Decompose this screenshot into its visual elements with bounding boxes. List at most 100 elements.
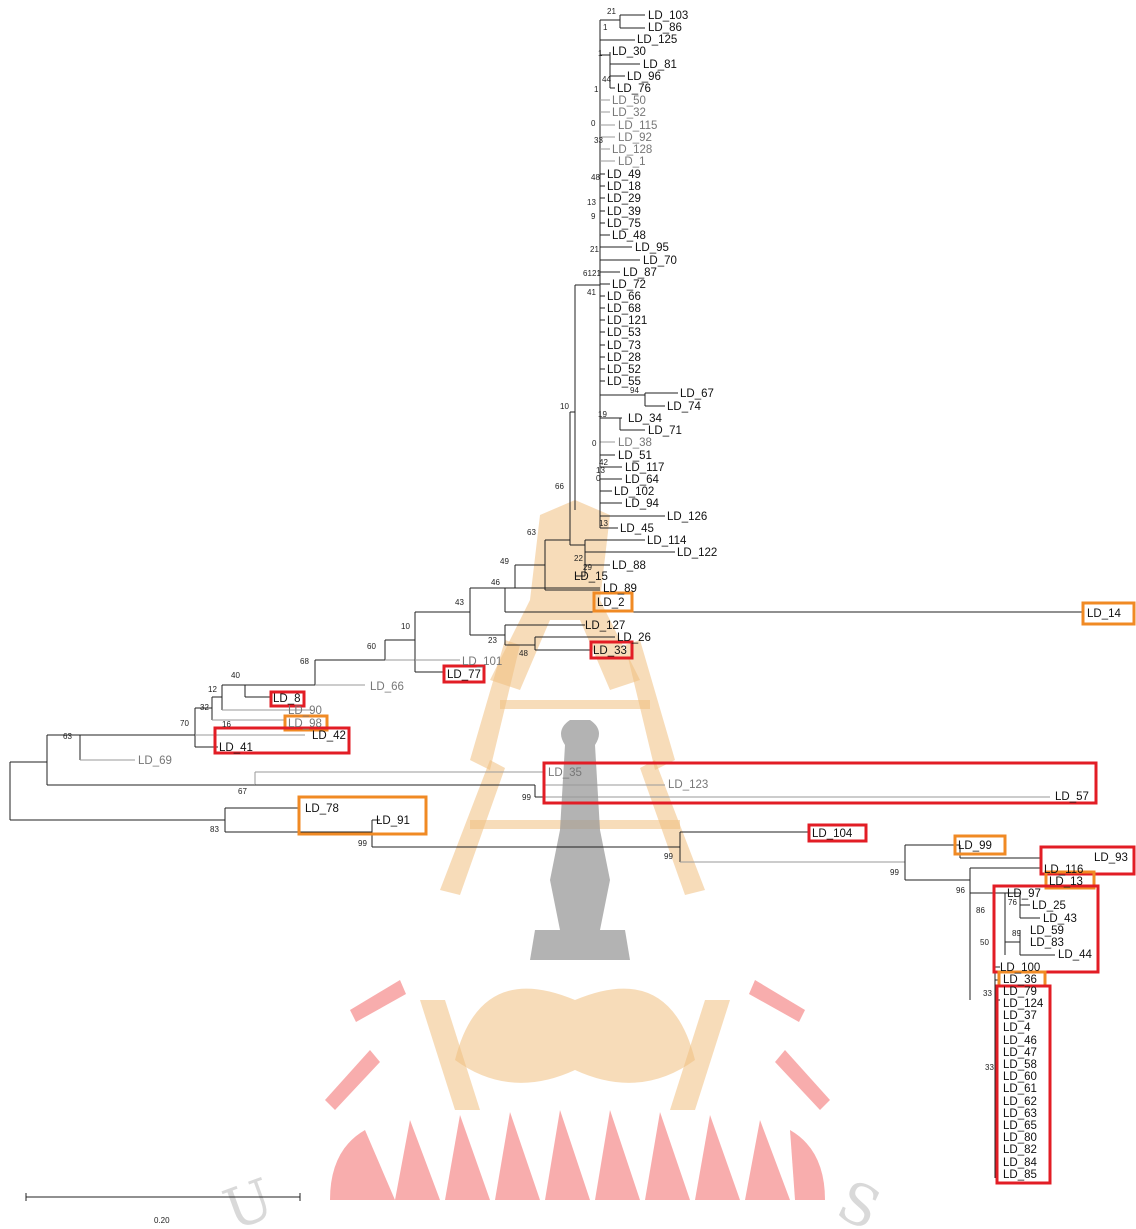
tip-label: LD_127 [585, 620, 625, 632]
bootstrap-value: 86 [976, 906, 985, 915]
bootstrap-value: 99 [522, 793, 531, 802]
tip-label: LD_96 [627, 71, 661, 83]
tip-label: LD_60 [1003, 1071, 1037, 1083]
bootstrap-value: 9 [591, 212, 596, 221]
scale-bar-label: 0.20 [154, 1216, 170, 1225]
tip-label: LD_89 [603, 583, 637, 595]
tip-label: LD_88 [612, 560, 646, 572]
tip-label: LD_43 [1043, 913, 1077, 925]
tip-label: LD_45 [620, 523, 654, 535]
tip-label: LD_1 [618, 156, 646, 168]
tip-label: LD_50 [612, 95, 646, 107]
tip-label: LD_57 [1055, 791, 1089, 803]
bootstrap-value: 33 [983, 989, 992, 998]
bootstrap-value: 12 [208, 685, 217, 694]
bootstrap-value: 48 [591, 173, 600, 182]
tip-label: LD_114 [647, 535, 687, 547]
bootstrap-value: 16 [222, 720, 231, 729]
tip-label: LD_39 [607, 206, 641, 218]
tip-label: LD_72 [612, 279, 646, 291]
tip-label: LD_30 [612, 46, 646, 58]
bootstrap-value: 33 [985, 1063, 994, 1072]
tip-label: LD_67 [680, 388, 714, 400]
tip-label: LD_69 [138, 755, 172, 767]
tip-label: LD_48 [612, 230, 646, 242]
tip-label: LD_95 [635, 242, 669, 254]
watermark-letter-left: U [216, 1167, 283, 1229]
tip-label: LD_41 [219, 742, 253, 754]
tip-label: LD_123 [668, 779, 708, 791]
bootstrap-value: 1 [594, 85, 599, 94]
tip-label: LD_103 [648, 10, 688, 22]
bootstrap-value: 76 [1008, 898, 1017, 907]
tip-label: LD_101 [462, 656, 502, 668]
bootstrap-value: 0 [592, 439, 597, 448]
tip-label: LD_102 [614, 486, 654, 498]
bootstrap-value: 21 [607, 7, 616, 16]
bootstrap-value: 68 [300, 657, 309, 666]
bootstrap-value: 46 [491, 578, 500, 587]
bootstrap-value: 63 [63, 732, 72, 741]
tip-label: LD_84 [1003, 1157, 1037, 1169]
tip-label: LD_13 [1049, 876, 1083, 888]
bootstrap-value: 33 [594, 136, 603, 145]
tip-label: LD_58 [1003, 1059, 1037, 1071]
tip-label: LD_51 [618, 450, 652, 462]
tip-label: LD_116 [1044, 864, 1083, 876]
tip-label: LD_100 [1000, 962, 1040, 974]
bootstrap-value: 22 [574, 554, 583, 563]
tip-label: LD_82 [1003, 1144, 1037, 1156]
bootstrap-value: 41 [587, 288, 596, 297]
tip-label: LD_90 [288, 705, 322, 717]
bootstrap-value: 1 [603, 23, 608, 32]
tip-label: LD_125 [637, 34, 677, 46]
watermark-letter-right: S [828, 1168, 890, 1229]
bootstrap-value: 0 [591, 119, 596, 128]
tip-label: LD_99 [958, 840, 992, 852]
tip-label: LD_117 [625, 462, 664, 474]
tip-label: LD_28 [607, 352, 641, 364]
tip-label: LD_44 [1058, 949, 1092, 961]
university-seal-watermark: U S [216, 500, 890, 1229]
bootstrap-value: 43 [455, 598, 464, 607]
bootstrap-value: 10 [560, 402, 569, 411]
tip-label: LD_86 [648, 22, 682, 34]
bootstrap-value: 1 [598, 49, 603, 58]
tip-label: LD_47 [1003, 1047, 1037, 1059]
tip-label: LD_65 [1003, 1120, 1037, 1132]
tip-label: LD_15 [574, 571, 608, 583]
bootstrap-value: 21 [590, 245, 599, 254]
bootstrap-value: 44 [602, 75, 611, 84]
bootstrap-value: 67 [238, 787, 247, 796]
highlight-boxes [215, 593, 1134, 1183]
bootstrap-value: 89 [1012, 929, 1021, 938]
tip-label: LD_14 [1087, 608, 1121, 620]
tip-label: LD_62 [1003, 1096, 1037, 1108]
tip-label: LD_122 [677, 547, 717, 559]
bootstrap-value: 49 [500, 557, 509, 566]
bootstrap-value: 66 [555, 482, 564, 491]
tip-label: LD_98 [288, 718, 322, 730]
tip-label: LD_68 [607, 303, 641, 315]
tip-label: LD_74 [667, 401, 701, 413]
bootstrap-value: 63 [527, 528, 536, 537]
tip-label: LD_87 [623, 267, 657, 279]
tip-label: LD_29 [607, 193, 641, 205]
tip-label: LD_85 [1003, 1169, 1037, 1181]
tip-label: LD_104 [812, 828, 853, 840]
tip-label: LD_126 [667, 511, 707, 523]
tip-label: LD_94 [625, 498, 659, 510]
tip-label: LD_76 [617, 83, 651, 95]
bootstrap-value: 94 [630, 386, 639, 395]
tip-label: LD_8 [273, 693, 301, 705]
tip-label: LD_63 [1003, 1108, 1037, 1120]
bootstrap-value: 32 [200, 703, 209, 712]
bootstrap-value: 60 [367, 642, 376, 651]
tip-label: LD_71 [648, 425, 682, 437]
bootstrap-value: 10 [401, 622, 410, 631]
bootstrap-value: 70 [180, 719, 189, 728]
tip-label: LD_79 [1003, 986, 1037, 998]
bootstrap-value: 99 [890, 868, 899, 877]
